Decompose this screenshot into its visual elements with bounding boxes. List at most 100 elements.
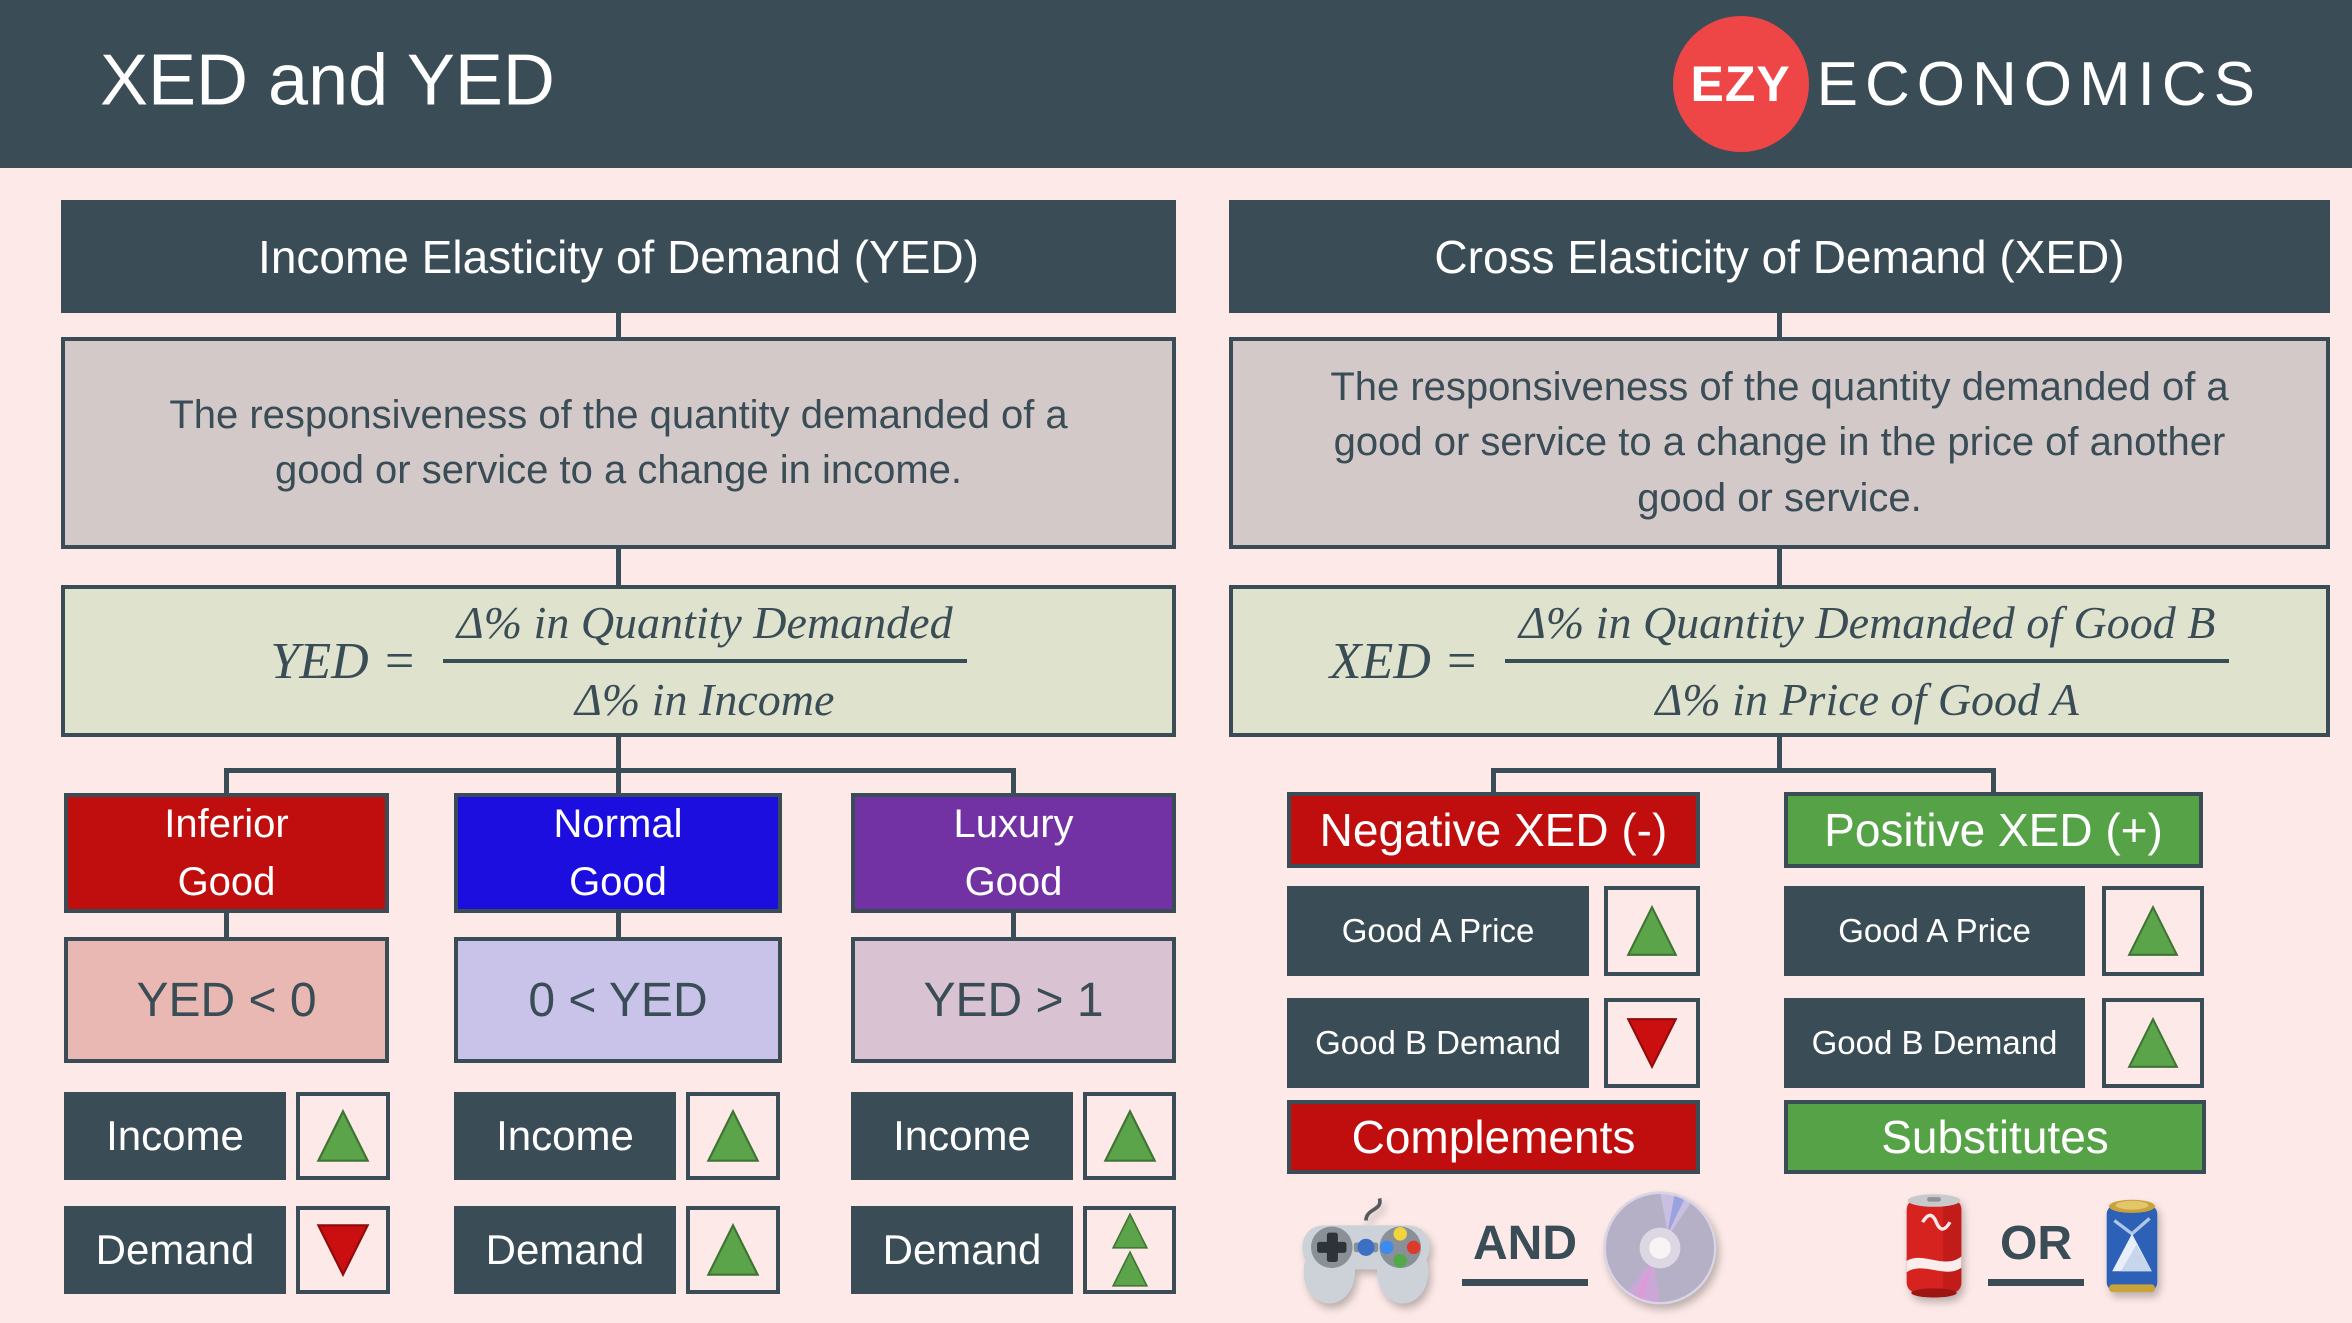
- connector-line: [1491, 768, 1996, 773]
- luxury-good-box: Luxury Good: [851, 793, 1176, 913]
- good-a-price-box: Good A Price: [1784, 886, 2085, 976]
- positive-xed-title: Positive XED (+): [1824, 804, 2163, 856]
- connector-line: [616, 768, 621, 793]
- connector-line: [616, 737, 621, 768]
- connector-line: [224, 768, 229, 793]
- xed-formula-numerator: Δ% in Quantity Demanded of Good B: [1518, 597, 2216, 648]
- arrow-box: [686, 1092, 780, 1180]
- fraction-bar: [1504, 659, 2230, 663]
- arrow-box: [1083, 1206, 1176, 1294]
- arrow-box: [2102, 998, 2204, 1088]
- up-arrow-icon: [706, 1222, 760, 1276]
- logo-ezy-text: EZY: [1690, 56, 1791, 112]
- income-label-box: Income: [851, 1092, 1073, 1180]
- good-a-price-label: Good A Price: [1341, 912, 1535, 949]
- xed-definition-box: The responsiveness of the quantity deman…: [1229, 337, 2330, 549]
- xed-formula-fraction: Δ% in Quantity Demanded of Good B Δ% in …: [1504, 596, 2230, 726]
- connector-line: [1011, 913, 1016, 937]
- or-text: OR: [2000, 1217, 2072, 1270]
- inferior-condition-box: YED < 0: [64, 937, 389, 1063]
- complements-box: Complements: [1287, 1100, 1700, 1174]
- cola-can-icon: [1906, 1194, 1962, 1298]
- yed-title-box: Income Elasticity of Demand (YED): [61, 200, 1176, 313]
- page-title: XED and YED: [100, 40, 555, 121]
- negative-xed-box: Negative XED (-): [1287, 792, 1700, 868]
- header-bar: XED and YED EZY ECONOMICS: [0, 0, 2352, 168]
- up-arrow-icon: [316, 1108, 370, 1162]
- substitutes-box: Substitutes: [1784, 1100, 2206, 1174]
- normal-good-label: Normal Good: [553, 802, 683, 904]
- yed-definition: The responsiveness of the quantity deman…: [169, 392, 1068, 492]
- luxury-condition: YED > 1: [923, 973, 1104, 1027]
- good-b-demand-label: Good B Demand: [1315, 1024, 1561, 1061]
- and-joiner: AND: [1462, 1216, 1588, 1286]
- positive-xed-box: Positive XED (+): [1784, 792, 2203, 868]
- xed-formula-box: XED = Δ% in Quantity Demanded of Good B …: [1229, 585, 2330, 737]
- good-b-demand-box: Good B Demand: [1784, 998, 2085, 1088]
- logo-economics-text: ECONOMICS: [1816, 49, 2262, 119]
- down-arrow-icon: [316, 1224, 370, 1278]
- income-label-box: Income: [454, 1092, 676, 1180]
- yed-formula-box: YED = Δ% in Quantity Demanded Δ% in Inco…: [61, 585, 1176, 737]
- luxury-good-label: Luxury Good: [953, 802, 1074, 904]
- game-controller-icon: [1302, 1197, 1430, 1304]
- connector-line: [224, 913, 229, 937]
- demand-label: Demand: [485, 1226, 645, 1273]
- ezy-economics-logo: EZY ECONOMICS: [1672, 14, 2262, 154]
- arrow-box: [296, 1206, 390, 1294]
- connector-line: [1777, 549, 1782, 585]
- up-arrow-icon: [2127, 1016, 2179, 1068]
- good-b-demand-label: Good B Demand: [1811, 1024, 2058, 1061]
- complements-label: Complements: [1351, 1111, 1636, 1163]
- cd-disc-icon: [1603, 1191, 1717, 1305]
- connector-line: [616, 913, 621, 937]
- or-joiner: OR: [1988, 1216, 2084, 1286]
- logo-circle-icon: EZY: [1672, 16, 1809, 152]
- inferior-good-label: Inferior Good: [164, 802, 289, 904]
- up-arrow-icon: [1626, 904, 1678, 956]
- demand-label: Demand: [882, 1226, 1042, 1273]
- good-a-price-box: Good A Price: [1287, 886, 1589, 976]
- double-up-arrow-icon: [1111, 1212, 1148, 1287]
- demand-label-box: Demand: [64, 1206, 286, 1294]
- xed-title: Cross Elasticity of Demand (XED): [1434, 230, 2125, 283]
- inferior-condition: YED < 0: [136, 973, 317, 1027]
- demand-label: Demand: [95, 1226, 255, 1273]
- connector-line: [616, 313, 621, 337]
- xed-definition: The responsiveness of the quantity deman…: [1330, 365, 2229, 520]
- normal-condition: 0 < YED: [528, 973, 708, 1027]
- connector-line: [1011, 768, 1016, 793]
- arrow-box: [1604, 998, 1700, 1088]
- yed-formula-fraction: Δ% in Quantity Demanded Δ% in Income: [442, 596, 967, 726]
- substitutes-label: Substitutes: [1881, 1111, 2109, 1163]
- yed-formula-denominator: Δ% in Income: [574, 674, 835, 725]
- connector-line: [1777, 313, 1782, 337]
- demand-label-box: Demand: [454, 1206, 676, 1294]
- xed-formula-denominator: Δ% in Price of Good A: [1655, 674, 2079, 725]
- up-arrow-icon: [706, 1108, 760, 1162]
- good-a-price-label: Good A Price: [1838, 912, 2031, 949]
- yed-title: Income Elasticity of Demand (YED): [258, 230, 979, 283]
- normal-good-box: Normal Good: [454, 793, 782, 913]
- up-arrow-icon: [2127, 904, 2179, 956]
- arrow-box: [1083, 1092, 1176, 1180]
- beer-can-icon: [2106, 1199, 2158, 1293]
- arrow-box: [686, 1206, 780, 1294]
- yed-formula-numerator: Δ% in Quantity Demanded: [456, 597, 953, 648]
- connector-line: [616, 549, 621, 585]
- yed-definition-box: The responsiveness of the quantity deman…: [61, 337, 1176, 549]
- inferior-good-box: Inferior Good: [64, 793, 389, 913]
- negative-xed-title: Negative XED (-): [1319, 804, 1668, 856]
- luxury-condition-box: YED > 1: [851, 937, 1176, 1063]
- income-label: Income: [496, 1112, 634, 1159]
- fraction-bar: [442, 659, 967, 663]
- arrow-box: [1604, 886, 1700, 976]
- connector-line: [1991, 768, 1996, 792]
- arrow-box: [2102, 886, 2204, 976]
- and-text: AND: [1473, 1217, 1577, 1270]
- normal-condition-box: 0 < YED: [454, 937, 782, 1063]
- income-label-box: Income: [64, 1092, 286, 1180]
- down-arrow-icon: [1626, 1018, 1678, 1070]
- demand-label-box: Demand: [851, 1206, 1073, 1294]
